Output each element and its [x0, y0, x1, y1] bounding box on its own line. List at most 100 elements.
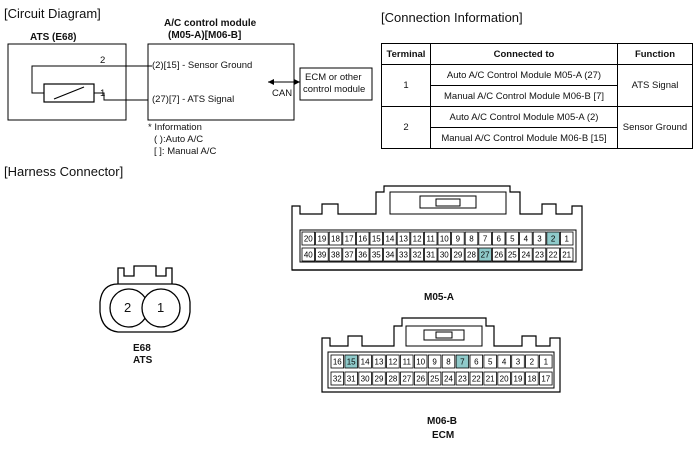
m06b-pin-cell: [525, 371, 539, 386]
m06b-pin-number: 22: [472, 375, 481, 384]
m06b-pin-cell: [400, 354, 414, 369]
m06b-pin-cell: [497, 354, 511, 369]
m05a-pin-cell: [369, 231, 384, 246]
m05a-pin-cell: [315, 247, 329, 262]
m05a-pin-number: 9: [456, 235, 461, 244]
m06b-pin-number: 12: [388, 358, 397, 367]
m05a-pin-number: 12: [413, 235, 422, 244]
m05a-pin-cell: [396, 247, 411, 262]
m06b-pin-cell: [400, 371, 414, 386]
m05a-pin-number: 18: [331, 235, 340, 244]
wire-1: [94, 92, 148, 101]
m05a-pin-cell: [532, 231, 547, 246]
m05a-pin-number: 39: [317, 251, 326, 260]
terminal-cell: 2: [381, 106, 431, 149]
m06b-pin-number: 5: [488, 358, 493, 367]
m05a-pin-number: 31: [426, 251, 435, 260]
m05a-pin-cell: [369, 247, 384, 262]
m06b-pin-cell: [441, 371, 456, 386]
m05a-pin-number: 6: [496, 235, 501, 244]
m06b-pin-cell: [441, 354, 456, 369]
m05a-pin-number: 17: [345, 235, 354, 244]
m05a-pin-cell: [301, 231, 316, 246]
m05a-pin-cell: [396, 231, 411, 246]
ats-box: [7, 43, 127, 121]
m05a-pin-number: 36: [358, 251, 367, 260]
m06b-pin-number: 3: [516, 358, 521, 367]
ats-label: ATS (E68): [30, 32, 77, 43]
m06b-pin-number: 17: [541, 375, 550, 384]
module-label-1: A/C control module: [164, 18, 257, 29]
m06b-pin-cell: [358, 354, 372, 369]
m05a-pin-number: 2: [551, 235, 556, 244]
module-label-2: (M05-A)[M06-B]: [168, 30, 242, 41]
table-row: Manual A/C Control Module M06-B [15]: [382, 127, 693, 149]
m06b-pin-cell: [539, 371, 553, 386]
m06b-pin-number: 18: [527, 375, 536, 384]
m05a-pin-number: 24: [521, 251, 530, 260]
info-manual: [ ]: Manual A/C: [154, 146, 217, 157]
m05a-pin-number: 5: [510, 235, 515, 244]
m05a-pin-number: 10: [440, 235, 449, 244]
wire-top-number: 2: [100, 55, 106, 66]
m05a-pin-number: 14: [385, 235, 394, 244]
m05a-pin-cell: [342, 231, 356, 246]
m05a-pin-cell: [342, 247, 356, 262]
circuit-diagram-title: [Circuit Diagram]: [4, 6, 101, 21]
m06b-pin-number: 21: [486, 375, 495, 384]
wire-2: [31, 65, 148, 94]
m05a-pin-cell: [464, 247, 479, 262]
m06b-pin-number: 14: [361, 358, 370, 367]
m06b-pin-number: 7: [460, 358, 465, 367]
m05a-pin-cell: [410, 247, 424, 262]
info-auto: ( ):Auto A/C: [154, 134, 204, 145]
m05a-pin-number: 1: [564, 235, 569, 244]
m06b-pin-cell: [372, 371, 386, 386]
m06b-pin-cell: [386, 371, 400, 386]
m05a-pin-number: 22: [549, 251, 558, 260]
m06b-pin-number: 29: [375, 375, 384, 384]
m06b-pin-number: 31: [347, 375, 356, 384]
m06b-pin-number: 9: [432, 358, 437, 367]
m06b-pin-cell: [413, 371, 428, 386]
m06b-pin-number: 15: [347, 358, 356, 367]
m05a-pin-cell: [383, 247, 397, 262]
m05a-pin-cell: [546, 231, 560, 246]
m05a-pin-number: 21: [562, 251, 571, 260]
m05a-pin-number: 26: [494, 251, 503, 260]
m06b-pin-cell: [455, 371, 470, 386]
function-cell: Sensor Ground: [617, 106, 693, 149]
m05a-pin-number: 25: [508, 251, 517, 260]
m06b-pin-cell: [427, 371, 442, 386]
m06b-pin-number: 1: [544, 358, 549, 367]
m06b-pin-number: 11: [403, 358, 412, 367]
m06b-pin-cell: [344, 354, 358, 369]
m05a-pin-number: 38: [331, 251, 340, 260]
m06b-pin-number: 4: [502, 358, 507, 367]
m06b-pin-cell: [358, 371, 372, 386]
m05a-pin-cell: [423, 231, 438, 246]
m06b-pin-cell: [525, 354, 539, 369]
harness-connector-title: [Harness Connector]: [4, 164, 124, 179]
m06b-pin-cell: [386, 354, 400, 369]
m05a-pin-number: 13: [399, 235, 408, 244]
m05a-pin-number: 33: [399, 251, 408, 260]
m05a-pin-cell: [451, 231, 465, 246]
pin-sensor-ground: (2)[15] - Sensor Ground: [152, 60, 253, 71]
m05a-pin-number: 30: [440, 251, 449, 260]
e68-pin-1: 1: [157, 300, 165, 315]
m05a-pin-number: 7: [483, 235, 488, 244]
m06b-pin-number: 13: [375, 358, 384, 367]
ecm-line-1: ECM or other: [305, 72, 362, 83]
m06b-pin-number: 19: [514, 375, 523, 384]
m05a-pin-cell: [505, 231, 520, 246]
m06b-pin-number: 30: [361, 375, 370, 384]
pin-ats-signal: (27)[7] - ATS Signal: [152, 94, 235, 105]
m05a-pin-cell: [451, 247, 465, 262]
m06b-pin-number: 26: [416, 375, 425, 384]
m05a-pin-cell: [355, 231, 370, 246]
